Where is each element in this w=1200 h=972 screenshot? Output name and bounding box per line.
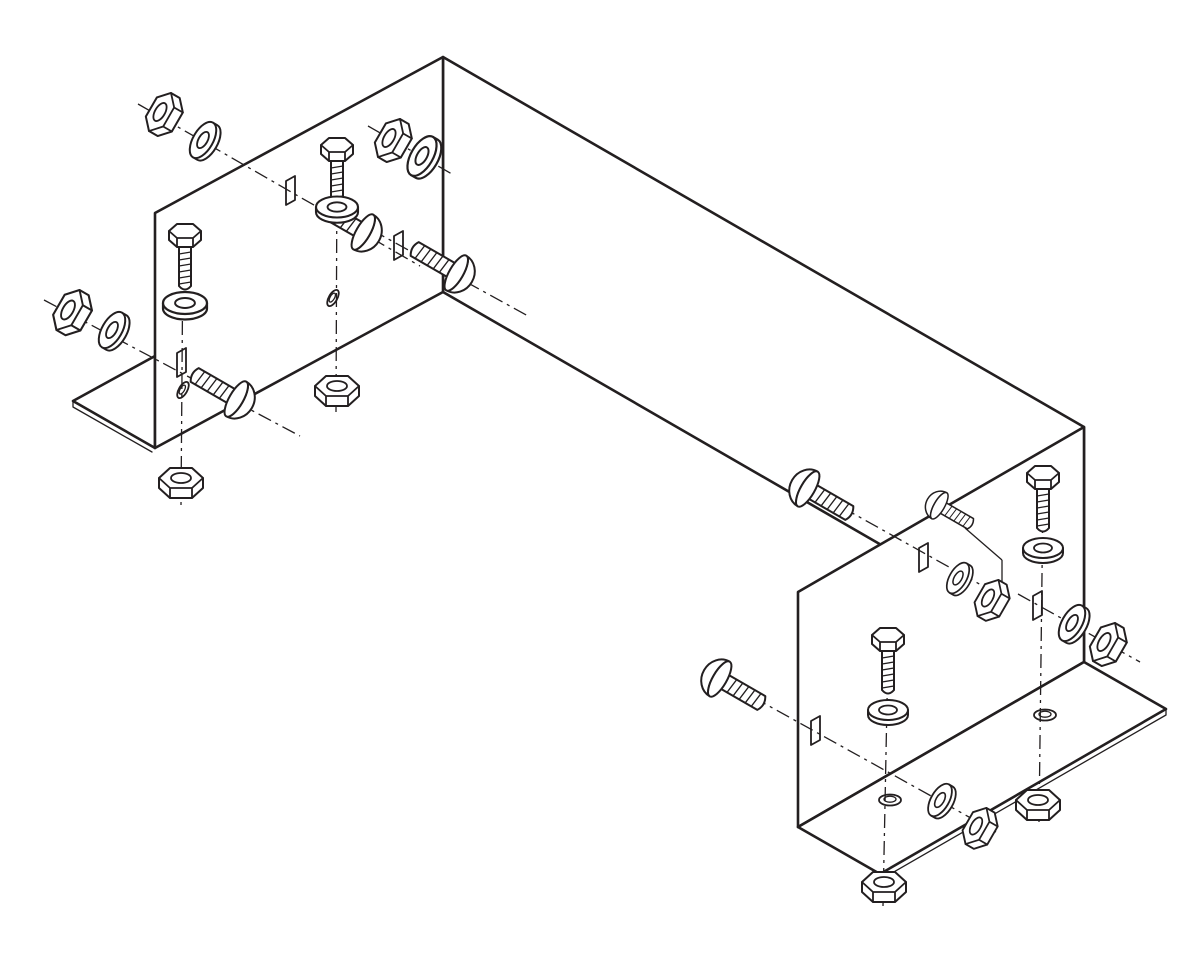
hex-nut bbox=[861, 871, 907, 903]
bracket-left-foot-flange bbox=[71, 354, 157, 450]
foot-hole bbox=[878, 793, 902, 807]
slot-opening bbox=[918, 542, 929, 573]
bracket-left-end-panel bbox=[153, 55, 445, 450]
flat-washer bbox=[161, 290, 209, 321]
exploded-view-centerline bbox=[882, 651, 889, 907]
flat-washer bbox=[92, 306, 136, 356]
slot-opening bbox=[1032, 590, 1043, 621]
exploded-view-centerline bbox=[335, 157, 338, 413]
exploded-view-centerline bbox=[43, 299, 301, 437]
flat-washer bbox=[867, 699, 909, 726]
exploded-view-centerline bbox=[367, 125, 453, 175]
flat-washer bbox=[314, 195, 360, 224]
flat-washer bbox=[183, 116, 227, 166]
foot-hole bbox=[1033, 708, 1057, 722]
flat-washer bbox=[1022, 537, 1064, 564]
hex-nut bbox=[1083, 616, 1134, 673]
carriage-bolt bbox=[693, 651, 775, 723]
exploded-view-centerline bbox=[180, 239, 184, 506]
u-channel-bracket bbox=[71, 55, 1168, 881]
hex-nut bbox=[139, 86, 190, 143]
bracket-left-foot-thickness-edge bbox=[72, 400, 153, 453]
hex-nut bbox=[158, 467, 204, 499]
hex-nut bbox=[1015, 789, 1061, 821]
leader-line bbox=[964, 527, 1003, 561]
hex-nut bbox=[314, 375, 360, 407]
hex-nut bbox=[46, 283, 99, 342]
